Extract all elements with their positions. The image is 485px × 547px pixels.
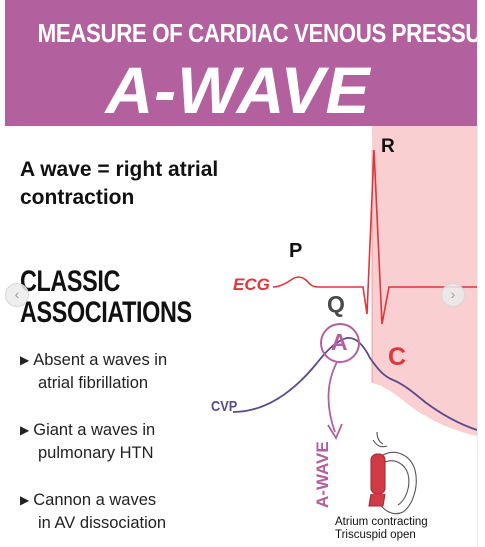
- association-item-2-line-1: Giant a waves in: [33, 421, 156, 439]
- association-item-3: ▶Cannon a waves in AV dissociation: [20, 489, 230, 535]
- cvp-trace: [232, 337, 477, 431]
- associations-heading-line-2: ASSOCIATIONS: [20, 296, 192, 329]
- associations-heading: CLASSIC ASSOCIATIONS: [20, 265, 192, 329]
- association-item-1: ▶Absent a waves in atrial fibrillation: [20, 349, 230, 395]
- header-banner: MEASURE OF CARDIAC VENOUS PRESSURE A-WAV…: [5, 0, 477, 127]
- chevron-right-icon: ›: [450, 286, 456, 302]
- carousel-next-button[interactable]: ›: [441, 283, 465, 307]
- bullet-triangle-icon: ▶: [20, 423, 30, 437]
- heart-caption: Atrium contracting Triscuspid open: [335, 516, 428, 542]
- shaded-ventricular-region: [372, 126, 477, 436]
- header-title: A-WAVE: [105, 53, 371, 127]
- bullet-triangle-icon: ▶: [20, 353, 30, 367]
- definition-line-2: contraction: [20, 186, 135, 209]
- carousel-prev-button[interactable]: ‹: [5, 283, 29, 307]
- association-item-3-line-1: Cannon a waves: [33, 491, 157, 509]
- heart-caption-line-1: Atrium contracting: [335, 516, 428, 528]
- heart-caption-line-2: Triscuspid open: [335, 529, 416, 541]
- r-wave-label: R: [381, 136, 395, 157]
- association-item-3-line-2: in AV dissociation: [38, 514, 167, 532]
- c-wave-label: C: [388, 343, 407, 371]
- page-edge: [477, 0, 485, 547]
- heart-illustration-icon: [368, 431, 417, 515]
- a-wave-vertical-label: A-WAVE: [313, 441, 332, 508]
- cvp-label: CVP: [211, 398, 238, 415]
- header-subtitle: MEASURE OF CARDIAC VENOUS PRESSURE: [37, 18, 477, 48]
- definition-text: A wave = right atrial contraction: [20, 156, 300, 212]
- a-wave-label: A: [331, 329, 348, 355]
- associations-heading-line-1: CLASSIC: [20, 265, 120, 298]
- infographic-card: MEASURE OF CARDIAC VENOUS PRESSURE A-WAV…: [5, 0, 477, 547]
- cardiac-pressure-diagram: [232, 126, 477, 515]
- ecg-label: ECG: [233, 275, 270, 294]
- association-item-2: ▶Giant a waves in pulmonary HTN: [20, 419, 230, 465]
- association-item-1-line-2: atrial fibrillation: [38, 374, 149, 392]
- p-wave-label: P: [289, 240, 303, 262]
- association-item-2-line-2: pulmonary HTN: [38, 444, 154, 462]
- chevron-left-icon: ‹: [14, 286, 20, 302]
- ecg-trace: [272, 149, 477, 325]
- q-wave-label: Q: [327, 291, 345, 317]
- a-wave-arrowhead: [327, 423, 343, 440]
- definition-line-1: A wave = right atrial: [20, 158, 219, 181]
- bullet-triangle-icon: ▶: [20, 493, 30, 507]
- a-wave-arrow: [327, 361, 338, 433]
- a-wave-highlight-circle: [320, 323, 360, 363]
- association-item-1-line-1: Absent a waves in: [33, 351, 168, 369]
